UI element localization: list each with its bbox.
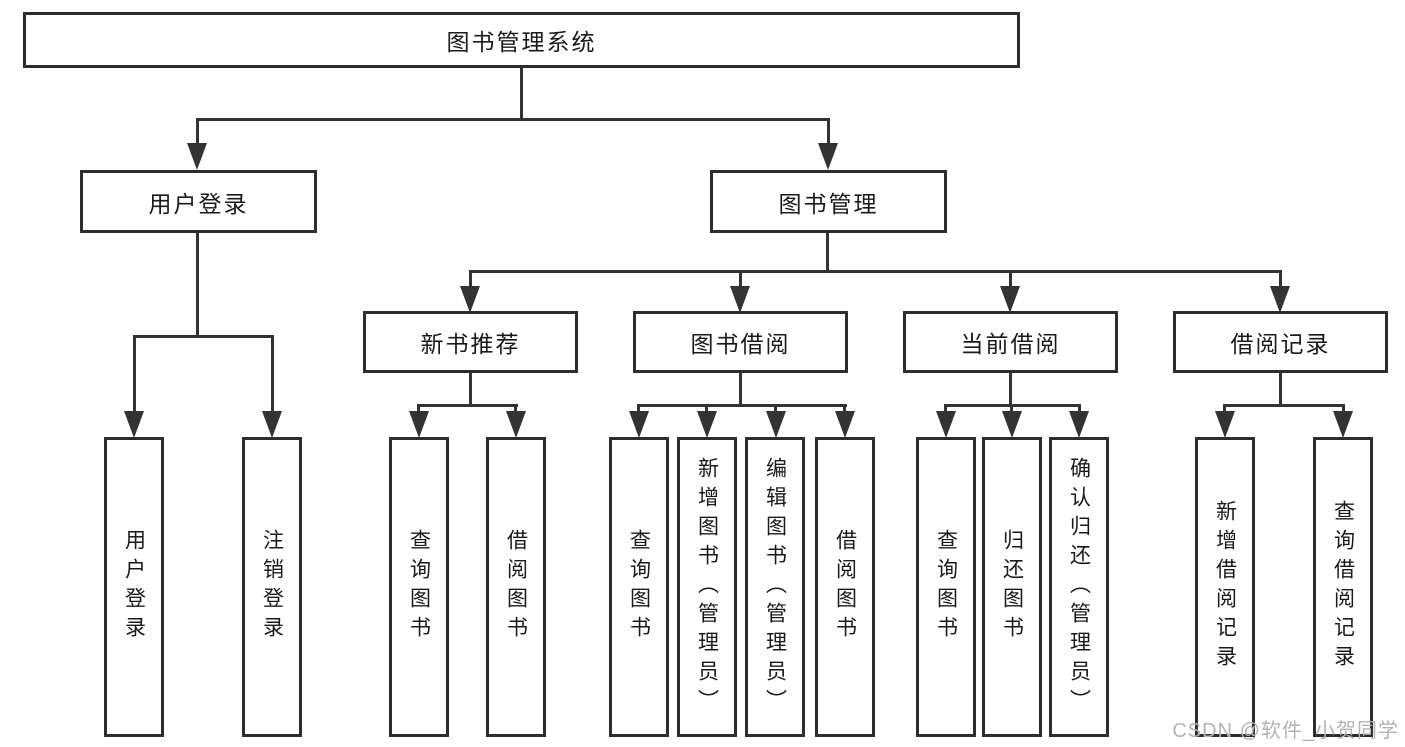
connector-root-stem — [520, 68, 523, 118]
leaf-label: 新增借阅记录 — [1213, 500, 1237, 674]
node-label: 当前借阅 — [960, 331, 1061, 357]
connector-user-child-stem — [133, 335, 136, 413]
arrow-down-icon — [1002, 411, 1022, 438]
leaf-label: 查询图书 — [934, 529, 958, 645]
connector-level2-rail — [196, 118, 830, 121]
leaf-borrow-books: 借阅图书 — [815, 437, 875, 737]
connector-group-stem — [1279, 270, 1282, 288]
arrow-down-icon — [460, 286, 480, 313]
connector-user-branch-rail — [133, 335, 274, 338]
arrow-down-icon — [409, 411, 429, 438]
node-new-book-recommendation: 新书推荐 — [363, 311, 578, 373]
csdn-watermark: CSDN @软件_小贺同学 — [1172, 720, 1399, 742]
node-user-login-branch: 用户登录 — [80, 170, 317, 233]
leaf-query-books: 查询图书 — [389, 437, 449, 737]
leaf-add-book-admin: 新增图书（管理员） — [677, 437, 737, 737]
leaf-query-books: 查询图书 — [916, 437, 976, 737]
arrow-down-icon — [506, 411, 526, 438]
connector-user-branch-stem — [196, 118, 199, 146]
leaf-add-borrow-record: 新增借阅记录 — [1195, 437, 1255, 737]
connector-group-stem — [469, 270, 472, 288]
arrow-down-icon — [124, 411, 144, 438]
node-label: 图书借阅 — [690, 331, 791, 357]
connector-user-branch-drop — [196, 233, 199, 337]
connector-leaf-rail — [1223, 404, 1345, 407]
node-current-borrowing: 当前借阅 — [903, 311, 1118, 373]
node-user-login-branch-label: 用户登录 — [148, 190, 249, 217]
arrow-down-icon — [818, 143, 838, 170]
arrow-down-icon — [629, 411, 649, 438]
leaf-label: 注销登录 — [260, 529, 284, 645]
connector-leaf-stem — [1078, 404, 1081, 416]
arrow-down-icon — [730, 286, 750, 313]
arrow-down-icon — [262, 411, 282, 438]
leaf-label: 借阅图书 — [833, 529, 857, 645]
arrow-down-icon — [187, 143, 207, 170]
connector-leaf-stem — [637, 404, 640, 416]
arrow-down-icon — [835, 411, 855, 438]
connector-level3-rail — [469, 270, 1282, 273]
connector-leaf-stem — [1342, 404, 1345, 416]
connector-group-drop — [1009, 373, 1012, 407]
connector-leaf-stem — [843, 404, 846, 416]
node-book-management-branch: 图书管理 — [710, 170, 947, 233]
leaf-borrow-books: 借阅图书 — [486, 437, 546, 737]
arrow-down-icon — [1000, 286, 1020, 313]
node-label: 新书推荐 — [420, 331, 521, 357]
arrow-down-icon — [1069, 411, 1089, 438]
connector-book-branch-stem — [827, 118, 830, 146]
connector-group-stem — [1009, 270, 1012, 288]
connector-book-branch-drop — [826, 233, 829, 272]
arrow-down-icon — [936, 411, 956, 438]
leaf-label: 确认归还（管理员） — [1067, 456, 1091, 718]
arrow-down-icon — [1215, 411, 1235, 438]
leaf-logout: 注销登录 — [242, 437, 302, 737]
node-label: 借阅记录 — [1230, 331, 1331, 357]
leaf-label: 归还图书 — [1000, 529, 1024, 645]
leaf-label: 借阅图书 — [504, 529, 528, 645]
node-root-system: 图书管理系统 — [23, 12, 1020, 68]
leaf-confirm-return-admin: 确认归还（管理员） — [1049, 437, 1109, 737]
connector-group-drop — [1279, 373, 1282, 407]
connector-user-child-stem — [271, 335, 274, 413]
leaf-label: 查询图书 — [627, 529, 651, 645]
connector-leaf-stem — [1223, 404, 1226, 416]
arrow-down-icon — [697, 411, 717, 438]
arrow-down-icon — [766, 411, 786, 438]
leaf-label: 编辑图书（管理员） — [763, 456, 787, 718]
connector-leaf-rail — [637, 404, 847, 407]
connector-leaf-stem — [944, 404, 947, 416]
connector-leaf-rail — [418, 404, 518, 407]
leaf-label: 查询借阅记录 — [1331, 500, 1355, 674]
connector-leaf-stem — [774, 404, 777, 416]
connector-group-stem — [739, 270, 742, 288]
leaf-query-borrow-record: 查询借阅记录 — [1313, 437, 1373, 737]
connector-leaf-stem — [514, 404, 517, 416]
leaf-label: 用户登录 — [122, 529, 146, 645]
leaf-query-books: 查询图书 — [609, 437, 669, 737]
leaf-edit-book-admin: 编辑图书（管理员） — [745, 437, 805, 737]
connector-group-drop — [469, 373, 472, 407]
leaf-label: 新增图书（管理员） — [695, 456, 719, 718]
node-book-management-branch-label: 图书管理 — [778, 190, 879, 217]
connector-leaf-stem — [705, 404, 708, 416]
leaf-user-login: 用户登录 — [104, 437, 164, 737]
connector-leaf-stem — [1010, 404, 1013, 416]
leaf-return-books: 归还图书 — [982, 437, 1042, 737]
connector-leaf-stem — [417, 404, 420, 416]
connector-group-drop — [739, 373, 742, 407]
node-borrowing-records: 借阅记录 — [1173, 311, 1388, 373]
node-root-label: 图书管理系统 — [446, 29, 597, 55]
node-book-borrowing: 图书借阅 — [633, 311, 848, 373]
arrow-down-icon — [1270, 286, 1290, 313]
leaf-label: 查询图书 — [407, 529, 431, 645]
arrow-down-icon — [1333, 411, 1353, 438]
